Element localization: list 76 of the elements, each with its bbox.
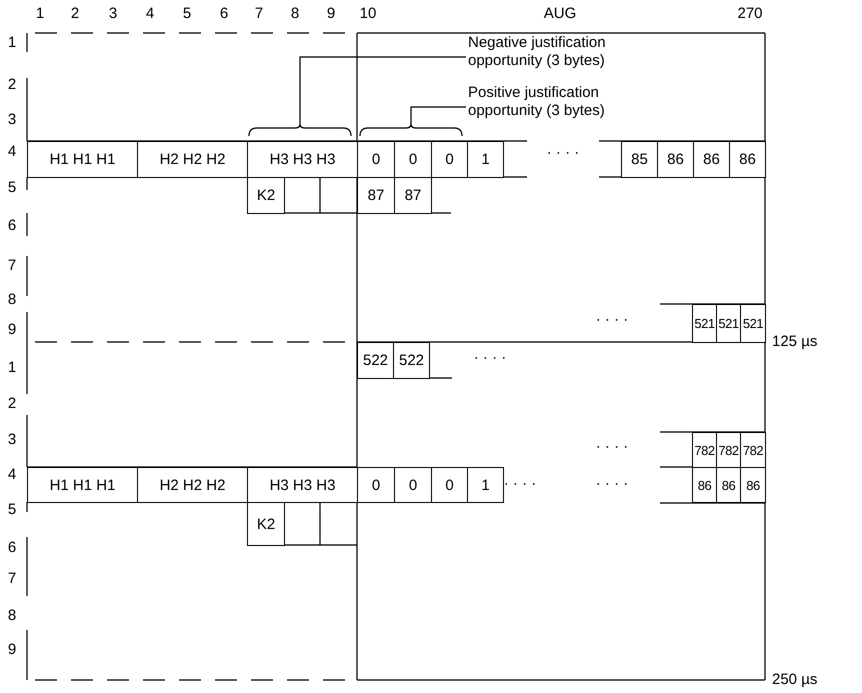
curly-brace (248, 123, 352, 136)
byte-cell: 521 (740, 304, 766, 343)
row-number: 3 (8, 111, 16, 129)
column-number: 4 (146, 5, 154, 23)
ellipsis-text: · · · · (596, 475, 628, 493)
row-number: 2 (8, 395, 16, 413)
ellipsis-text: · · · · (474, 349, 506, 367)
row-number: 8 (8, 291, 16, 309)
byte-cell: K2 (247, 177, 285, 214)
byte-cell: 782 (716, 432, 741, 468)
byte-cell: 0 (431, 141, 468, 178)
byte-cell: H1 H1 H1 (27, 467, 138, 503)
byte-cell: 0 (394, 141, 432, 178)
annotation-text: Positive justification opportunity (3 bytes) (468, 84, 668, 120)
byte-cell: 521 (692, 304, 717, 343)
column-number: 2 (70, 5, 80, 23)
ellipsis-text: · · · · (546, 144, 580, 162)
byte-cell: 0 (431, 467, 468, 503)
row-number: 1 (8, 34, 16, 52)
row-number: 9 (8, 321, 16, 339)
row-number: 7 (8, 570, 16, 588)
byte-cell: H1 H1 H1 (27, 141, 138, 178)
column-number: 3 (108, 5, 118, 23)
column-number: 5 (182, 5, 192, 23)
row-number: 2 (8, 76, 16, 94)
annotation-text: Negative justification opportunity (3 bytes) (468, 34, 668, 70)
row-number: 9 (8, 641, 16, 659)
row-number: 7 (8, 257, 16, 275)
area-label: AUG (544, 5, 576, 23)
time-label: 125 µs (772, 333, 818, 351)
column-number: 1 (36, 5, 44, 23)
leader-line (299, 56, 466, 124)
row-number: 6 (8, 217, 16, 235)
byte-cell: 87 (394, 177, 432, 214)
byte-cell: K2 (247, 502, 285, 546)
column-number: 7 (254, 5, 264, 23)
byte-cell: 782 (692, 432, 717, 468)
row-number: 8 (8, 607, 16, 625)
ellipsis-text: · · · · (504, 475, 536, 493)
ellipsis-text: · · · · (596, 311, 628, 329)
byte-cell: H2 H2 H2 (137, 141, 248, 178)
byte-cell: 86 (692, 467, 717, 503)
byte-cell: 87 (357, 177, 395, 214)
byte-cell: 86 (740, 467, 766, 503)
column-number: 270 (737, 5, 763, 23)
curly-brace (359, 123, 463, 136)
byte-cell: 1 (467, 467, 504, 503)
row-number: 5 (8, 501, 16, 519)
row-number: 5 (8, 179, 16, 197)
byte-cell: H3 H3 H3 (247, 141, 358, 178)
byte-cell: 1 (467, 141, 504, 178)
byte-cell: 521 (716, 304, 741, 343)
column-number: 8 (290, 5, 300, 23)
column-number: 10 (360, 5, 376, 23)
column-number: 6 (220, 5, 228, 23)
row-number: 6 (8, 539, 16, 557)
byte-cell: 782 (740, 432, 766, 468)
byte-cell: 86 (729, 141, 766, 178)
column-number: 9 (326, 5, 336, 23)
row-number: 1 (8, 359, 16, 377)
byte-cell: H3 H3 H3 (247, 467, 358, 503)
byte-cell: 0 (394, 467, 432, 503)
ellipsis-text: · · · · (596, 438, 628, 456)
byte-cell: 85 (621, 141, 658, 178)
byte-cell: H2 H2 H2 (137, 467, 248, 503)
byte-cell: 0 (357, 141, 395, 178)
byte-cell: 522 (357, 342, 394, 379)
time-label: 250 µs (772, 671, 818, 689)
byte-cell: 522 (393, 342, 430, 379)
byte-cell: 86 (657, 141, 694, 178)
row-number: 4 (8, 466, 16, 484)
byte-cell: 0 (357, 467, 395, 503)
row-number: 4 (8, 143, 16, 161)
leader-line (410, 106, 466, 124)
row-number: 3 (8, 431, 16, 449)
byte-cell: 86 (693, 141, 730, 178)
